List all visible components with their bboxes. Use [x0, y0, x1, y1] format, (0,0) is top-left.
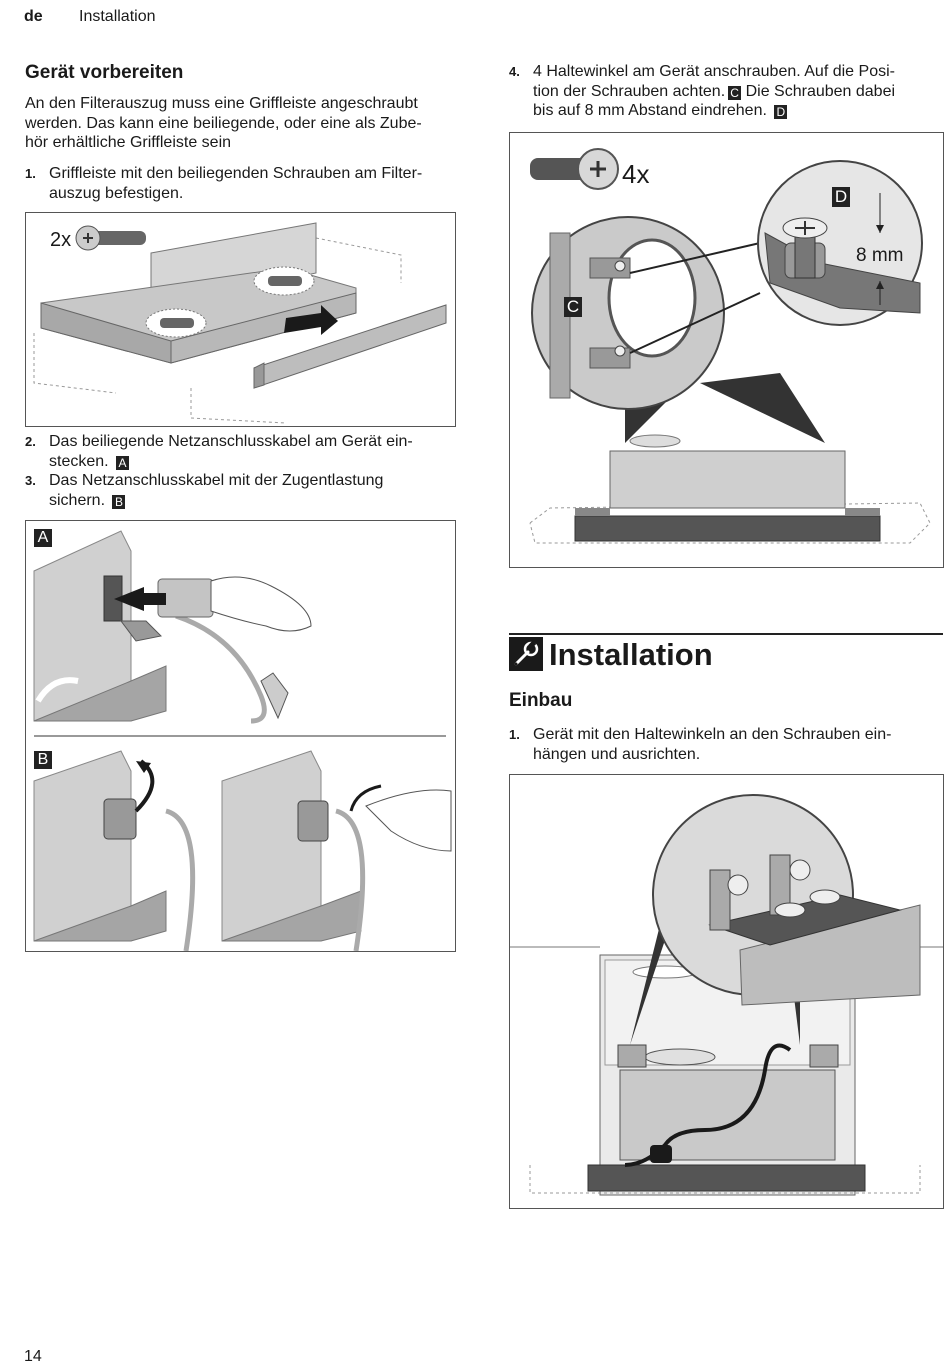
step-2-number: 2.: [25, 434, 36, 449]
step-4-line-2: tion der Schrauben achten.: [533, 82, 726, 100]
panel-b-label: B: [34, 751, 52, 769]
step-3: 3. Das Netzanschlusskabel mit der Zugent…: [25, 471, 465, 510]
ref-marker-c: C: [728, 85, 742, 100]
step-3-line-2: sichern.: [49, 491, 106, 509]
language-code: de: [24, 8, 43, 25]
figure-handle-mounting: 2x: [25, 212, 456, 427]
detail-d-label: D: [832, 187, 850, 207]
heading-einbau: Einbau: [509, 690, 573, 711]
screw-icon: [75, 225, 146, 251]
steps-list-einbau: 1. Gerät mit den Haltewinkeln an den Sch…: [509, 725, 939, 764]
steps-list-3: 4. 4 Haltewinkel am Gerät anschrauben. A…: [509, 62, 939, 121]
screw-icon: [530, 148, 619, 190]
screw-count-label: 2x: [50, 229, 72, 251]
bracket-mounting-illustration: [529, 148, 931, 544]
panel-a-label: A: [34, 529, 52, 547]
step-1: 1. Griffleiste mit den beiliegenden Schr…: [25, 164, 465, 203]
steps-list-1: 1. Griffleiste mit den beiliegenden Schr…: [25, 164, 465, 203]
ref-marker-a: A: [116, 455, 130, 470]
step-2: 2. Das beiliegende Netzanschlusskabel am…: [25, 432, 465, 471]
einbau-step-1-line-1: Gerät mit den Haltewinkeln an den Schrau…: [533, 726, 892, 743]
step-1-number: 1.: [25, 166, 36, 181]
step-1-line-2: auszug befestigen.: [49, 184, 184, 202]
ref-marker-d: D: [774, 105, 788, 119]
handle-mounting-illustration: [33, 222, 447, 424]
power-cable-illustration: [33, 530, 452, 951]
distance-dimension-label: 8 mm: [856, 245, 904, 266]
header-section-title: Installation: [79, 8, 156, 25]
intro-paragraph: An den Filterauszug muss eine Griffleist…: [25, 94, 465, 153]
bracket-count-label: 4x: [622, 159, 650, 189]
step-4-number: 4.: [509, 64, 520, 79]
step-3-number: 3.: [25, 473, 36, 488]
detail-c-label: C: [564, 297, 582, 317]
step-4-line-2b: Die Schrauben dabei: [741, 82, 896, 100]
intro-line-1: An den Filterauszug muss eine Griffleist…: [25, 95, 418, 112]
step-4-line-3: bis auf 8 mm Abstand eindrehen.: [533, 102, 767, 119]
installation-illustration: [510, 794, 943, 1207]
step-1-line-1: Griffleiste mit den beiliegenden Schraub…: [49, 165, 423, 182]
step-2-line-2: stecken.: [49, 452, 109, 470]
einbau-step-1-line-2: hängen und ausrichten.: [533, 745, 701, 763]
steps-list-2: 2. Das beiliegende Netzanschlusskabel am…: [25, 432, 465, 510]
einbau-step-1: 1. Gerät mit den Haltewinkeln an den Sch…: [509, 725, 939, 764]
ref-marker-b: B: [112, 494, 126, 509]
figure-power-cable: A B: [25, 520, 456, 952]
page-number: 14: [24, 1348, 42, 1365]
heading-geraet-vorbereiten: Gerät vorbereiten: [25, 62, 184, 83]
figure-bracket-mounting: 4x C D 8 mm: [509, 132, 944, 568]
intro-line-2: werden. Das kann eine beiliegende, oder …: [25, 114, 422, 132]
step-2-line-1: Das beiliegende Netzanschlusskabel am Ge…: [49, 433, 413, 450]
step-4-line-1: 4 Haltewinkel am Gerät anschrauben. Auf …: [533, 63, 895, 80]
section-installation-title: Installation: [509, 633, 943, 675]
section-title-text: Installation: [549, 637, 713, 672]
figure-installation: [509, 774, 944, 1209]
step-4: 4. 4 Haltewinkel am Gerät anschrauben. A…: [509, 62, 939, 121]
einbau-step-1-number: 1.: [509, 727, 520, 742]
step-3-line-1: Das Netzanschlusskabel mit der Zugentlas…: [49, 472, 384, 489]
intro-line-3: hör erhältliche Griffleiste sein: [25, 134, 232, 151]
wrench-icon: [509, 637, 543, 671]
